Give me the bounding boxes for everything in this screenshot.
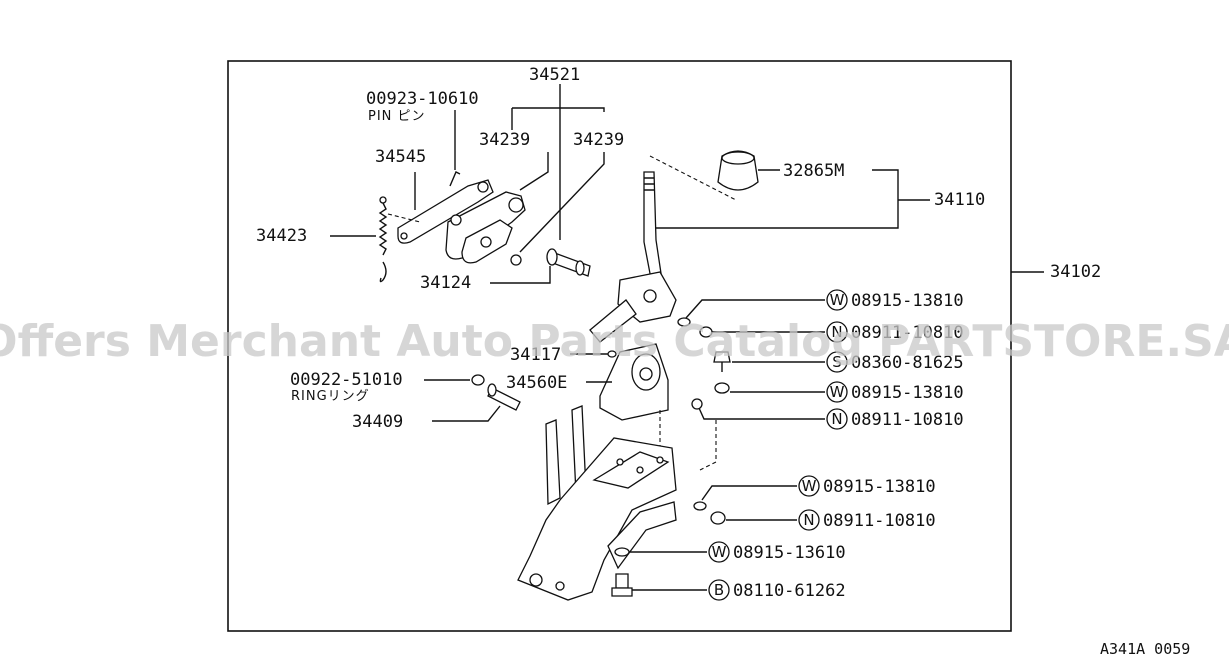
label-34102: 34102 — [1050, 262, 1101, 282]
label-32865M: 32865M — [783, 161, 844, 181]
label-34409: 34409 — [352, 412, 403, 432]
callout-w-08915-13810-b: W 08915-13810 — [826, 381, 964, 403]
callout-w-08915-13810-c: W 08915-13810 — [798, 475, 936, 497]
callout-n-08911-10810-c: N 08911-10810 — [798, 509, 936, 531]
callout-n-08911-10810-a: N 08911-10810 — [826, 321, 964, 343]
svg-text:W: W — [830, 291, 845, 309]
svg-text:08110-61262: 08110-61262 — [733, 581, 846, 601]
label-34521: 34521 — [529, 65, 580, 85]
label-00922-51010: 00922-51010 — [290, 370, 403, 390]
label-34239-right: 34239 — [573, 130, 624, 150]
diagram-frame — [227, 60, 1012, 632]
svg-text:N: N — [831, 410, 842, 428]
svg-text:S: S — [832, 353, 842, 371]
label-00923-10610: 00923-10610 — [366, 89, 479, 109]
small-hardware — [471, 317, 731, 597]
svg-text:W: W — [830, 383, 845, 401]
svg-text:08915-13610: 08915-13610 — [733, 543, 846, 563]
svg-text:08915-13810: 08915-13810 — [823, 477, 936, 497]
svg-text:08360-81625: 08360-81625 — [851, 353, 964, 373]
svg-text:08911-10810: 08911-10810 — [851, 410, 964, 430]
svg-text:B: B — [714, 581, 724, 599]
label-ring: RINGリング — [291, 389, 370, 404]
svg-text:08915-13810: 08915-13810 — [851, 383, 964, 403]
callout-w-08915-13810-a: W 08915-13810 — [826, 289, 964, 311]
svg-text:08911-10810: 08911-10810 — [823, 511, 936, 531]
svg-text:08915-13810: 08915-13810 — [851, 291, 964, 311]
label-34239-left: 34239 — [479, 130, 530, 150]
svg-text:N: N — [803, 511, 814, 529]
callout-n-08911-10810-b: N 08911-10810 — [826, 408, 964, 430]
label-34117: 34117 — [510, 345, 561, 365]
label-34124: 34124 — [420, 273, 471, 293]
svg-text:W: W — [712, 543, 727, 561]
callout-b-08110-61262: B 08110-61262 — [708, 579, 846, 601]
svg-text:N: N — [831, 323, 842, 341]
linkage-assembly — [378, 171, 591, 283]
label-34423: 34423 — [256, 226, 307, 246]
diagram-code: A341A 0059 — [1100, 640, 1190, 658]
label-34560E: 34560E — [506, 373, 567, 393]
callout-w-08915-13610: W 08915-13610 — [708, 541, 846, 563]
shift-lever-assembly — [589, 150, 759, 471]
callout-s-08360-81625: S 08360-81625 — [826, 351, 964, 373]
label-pin: PIN ピン — [368, 109, 426, 124]
label-34110: 34110 — [934, 190, 985, 210]
label-34545: 34545 — [375, 147, 426, 167]
svg-text:W: W — [802, 477, 817, 495]
watermark-text: Offers Merchant Auto Parts Catalog PARTS… — [0, 316, 1229, 367]
mounting-bracket — [517, 405, 677, 601]
leader-lines — [330, 84, 1044, 591]
svg-text:08911-10810: 08911-10810 — [851, 323, 964, 343]
